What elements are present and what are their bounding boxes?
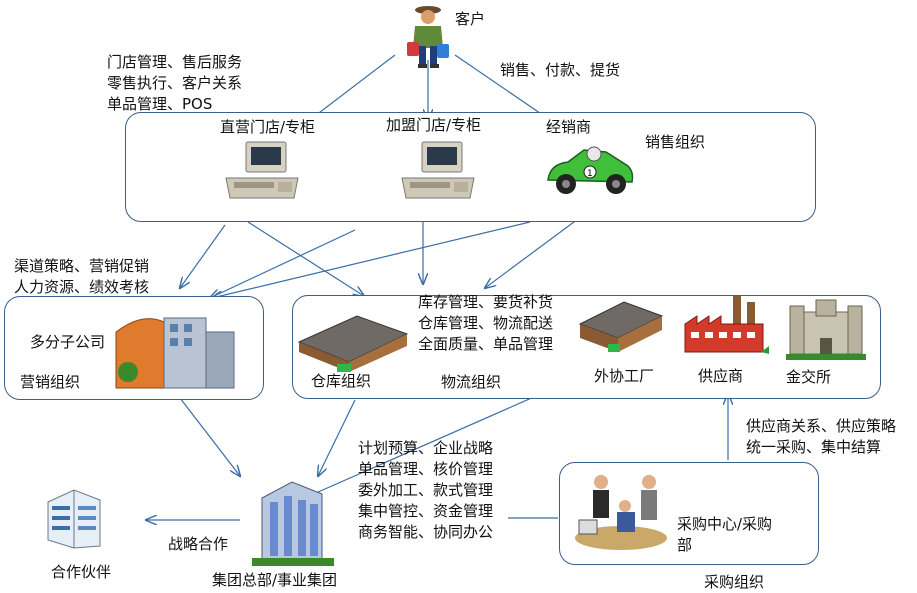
gold-exchange-icon [786, 298, 866, 360]
supplier-label: 供应商 [698, 367, 744, 385]
franchise-store-label: 加盟门店/专柜 [386, 116, 482, 134]
partner-label: 合作伙伴 [51, 563, 112, 581]
hq-building-icon [252, 478, 334, 568]
pos-terminal-icon-direct [222, 140, 302, 202]
store-management-labels: 门店管理、售后服务 零售执行、客户关系 单品管理、POS [107, 52, 242, 115]
purchasing-center-line-1: 采购中心/采购 [677, 515, 773, 533]
outsourcing-factory-icon [578, 298, 664, 356]
marketing-labels: 渠道策略、营销促销 人力资源、绩效考核 [14, 256, 149, 298]
arrow-sales-marketing-3 [212, 221, 531, 298]
marketing-label-line-1: 渠道策略、营销促销 [14, 257, 150, 275]
gold-exchange-label: 金交所 [786, 368, 832, 386]
store-label-line-2: 零售执行、客户关系 [107, 74, 243, 92]
strategy-label: 战略合作 [168, 535, 229, 553]
purchasing-org-title: 采购组织 [704, 573, 765, 591]
arrow-logistics-hq [318, 399, 356, 476]
hq-label-line-4: 集中管控、资金管理 [358, 502, 494, 520]
arrow-marketing-hq [179, 397, 240, 476]
purchasing-center-label: 采购中心/采购 部 [677, 514, 772, 556]
arrow-sales-marketing-2 [210, 229, 356, 298]
svg-text:1: 1 [587, 169, 593, 179]
store-label-line-1: 门店管理、售后服务 [107, 53, 243, 71]
office-building-icon [112, 302, 238, 394]
customer-flow-label: 销售、付款、提货 [500, 61, 621, 79]
customer-icon [403, 2, 453, 74]
logistics-label-line-2: 仓库管理、物流配送 [418, 314, 554, 332]
sales-org-title: 销售组织 [645, 133, 706, 151]
warehouse-icon [297, 312, 409, 374]
customer-label: 客户 [455, 10, 486, 28]
partner-building-icon [44, 488, 104, 550]
hq-label: 集团总部/事业集团 [212, 571, 338, 589]
arrow-sales-marketing-1 [180, 224, 226, 288]
pos-terminal-icon-franchise [398, 140, 478, 202]
hq-label-line-1: 计划预算、企业战略 [358, 439, 494, 457]
supplier-label-line-2: 统一采购、集中结算 [746, 438, 882, 456]
marketing-label-line-2: 人力资源、绩效考核 [14, 278, 150, 296]
hq-label-line-5: 商务智能、协同办公 [358, 523, 494, 541]
purchasing-center-line-2: 部 [677, 536, 693, 554]
hq-function-labels: 计划预算、企业战略 单品管理、核价管理 委外加工、款式管理 集中管控、资金管理 … [358, 438, 493, 543]
subsidiary-label: 多分子公司 [30, 333, 106, 351]
distributor-label: 经销商 [546, 118, 592, 136]
arrow-sales-warehouse [247, 221, 364, 296]
logistics-label-line-1: 库存管理、要货补货 [418, 293, 554, 311]
purchasing-team-icon [571, 470, 671, 554]
hq-label-line-3: 委外加工、款式管理 [358, 481, 494, 499]
hq-label-line-2: 单品管理、核价管理 [358, 460, 494, 478]
supplier-factory-icon [683, 294, 769, 358]
arrow-customer-distributor [454, 54, 553, 122]
outsourcing-factory-label: 外协工厂 [594, 367, 655, 385]
warehouse-org-label: 仓库组织 [311, 372, 372, 390]
logistics-org-title: 物流组织 [441, 373, 502, 391]
logistics-labels: 库存管理、要货补货 仓库管理、物流配送 全面质量、单品管理 [418, 292, 553, 355]
marketing-org-title: 营销组织 [20, 373, 81, 391]
logistics-label-line-3: 全面质量、单品管理 [418, 335, 554, 353]
direct-store-label: 直营门店/专柜 [220, 118, 316, 136]
sales-org-box [125, 112, 816, 222]
store-label-line-3: 单品管理、POS [107, 95, 213, 113]
race-car-icon: 1 [544, 142, 636, 198]
supplier-relation-labels: 供应商关系、供应策略 统一采购、集中结算 [746, 416, 896, 458]
supplier-label-line-1: 供应商关系、供应策略 [746, 417, 897, 435]
arrow-distributor-logistics [485, 215, 583, 288]
